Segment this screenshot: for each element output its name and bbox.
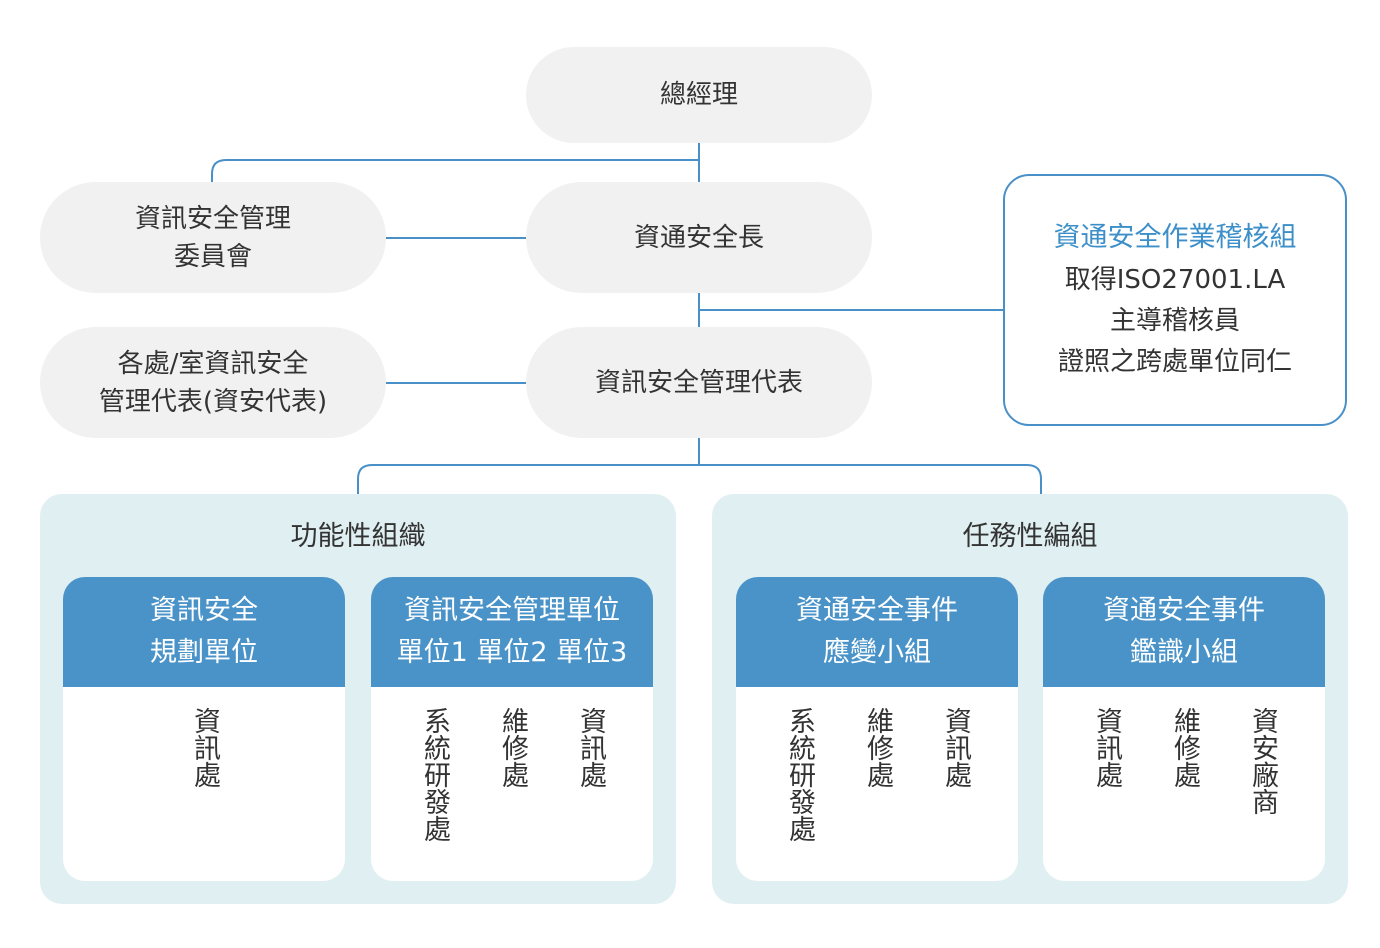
node-security-committee: 資訊安全管理 委員會 [40,182,386,293]
node-ciso-label: 資通安全長 [633,222,764,253]
node-security-committee-line1: 資訊安全管理 [134,203,291,234]
group-task-force-title: 任務性編組 [962,521,1098,552]
node-isms-representative: 資訊安全管理代表 [526,327,872,438]
member-dept: 系統研發處 [784,707,815,842]
member-dept: 資訊處 [575,707,606,788]
node-dept-security-reps-line1: 各處/室資訊安全 [117,348,309,379]
card-head: 資通安全事件 應變小組 [736,577,1018,687]
card-incident-response-team: 資通安全事件 應變小組 系統研發處 維修處 資訊處 [736,577,1018,881]
member-dept: 系統研發處 [419,707,450,842]
card-head-line1: 資通安全事件 [1103,595,1265,626]
card-head-line2: 鑑識小組 [1130,637,1238,668]
card-members: 資訊處 [63,687,345,788]
member-dept: 資訊處 [940,707,971,788]
member-dept: 資安廠商 [1247,707,1278,815]
connector-gm-committee [211,159,699,182]
node-general-manager-label: 總經理 [659,80,738,110]
audit-group-line: 主導稽核員 [1109,306,1240,336]
card-head-line2: 單位1 單位2 單位3 [396,637,628,668]
card-head-line1: 資訊安全 [150,595,258,626]
node-isms-representative-label: 資訊安全管理代表 [594,367,803,398]
card-forensics-team: 資通安全事件 鑑識小組 資訊處 維修處 資安廠商 [1043,577,1325,881]
card-members: 資訊處 維修處 資安廠商 [1043,687,1325,815]
member-dept: 資訊處 [1091,707,1122,788]
audit-group-line: 取得ISO27001.LA [1064,265,1286,295]
card-head: 資訊安全管理單位 單位1 單位2 單位3 [371,577,653,687]
card-head-line2: 應變小組 [823,637,931,668]
audit-group-title: 資通安全作業稽核組 [1053,222,1297,253]
card-security-planning-unit: 資訊安全 規劃單位 資訊處 [63,577,345,881]
connector-rep-groups-branch [357,464,1042,494]
card-members: 系統研發處 維修處 資訊處 [736,687,1018,842]
member-dept: 維修處 [862,707,893,788]
card-head: 資通安全事件 鑑識小組 [1043,577,1325,687]
node-dept-security-reps-line2: 管理代表(資安代表) [98,386,328,417]
audit-group-line: 證照之跨處單位同仁 [1057,347,1292,377]
card-head-line2: 規劃單位 [150,637,258,668]
card-security-management-unit: 資訊安全管理單位 單位1 單位2 單位3 系統研發處 維修處 資訊處 [371,577,653,881]
node-ciso: 資通安全長 [526,182,872,293]
member-dept: 維修處 [497,707,528,788]
card-head: 資訊安全 規劃單位 [63,577,345,687]
member-dept: 資訊處 [189,707,220,788]
card-head-line1: 資訊安全管理單位 [404,595,620,626]
card-members: 系統研發處 維修處 資訊處 [371,687,653,842]
audit-group-box: 資通安全作業稽核組 取得ISO27001.LA 主導稽核員 證照之跨處單位同仁 [1003,174,1347,426]
card-head-line1: 資通安全事件 [796,595,958,626]
node-general-manager: 總經理 [526,47,872,143]
node-dept-security-reps: 各處/室資訊安全 管理代表(資安代表) [40,327,386,438]
member-dept: 維修處 [1169,707,1200,788]
group-functional-title: 功能性組織 [290,521,426,552]
node-security-committee-line2: 委員會 [173,241,252,272]
